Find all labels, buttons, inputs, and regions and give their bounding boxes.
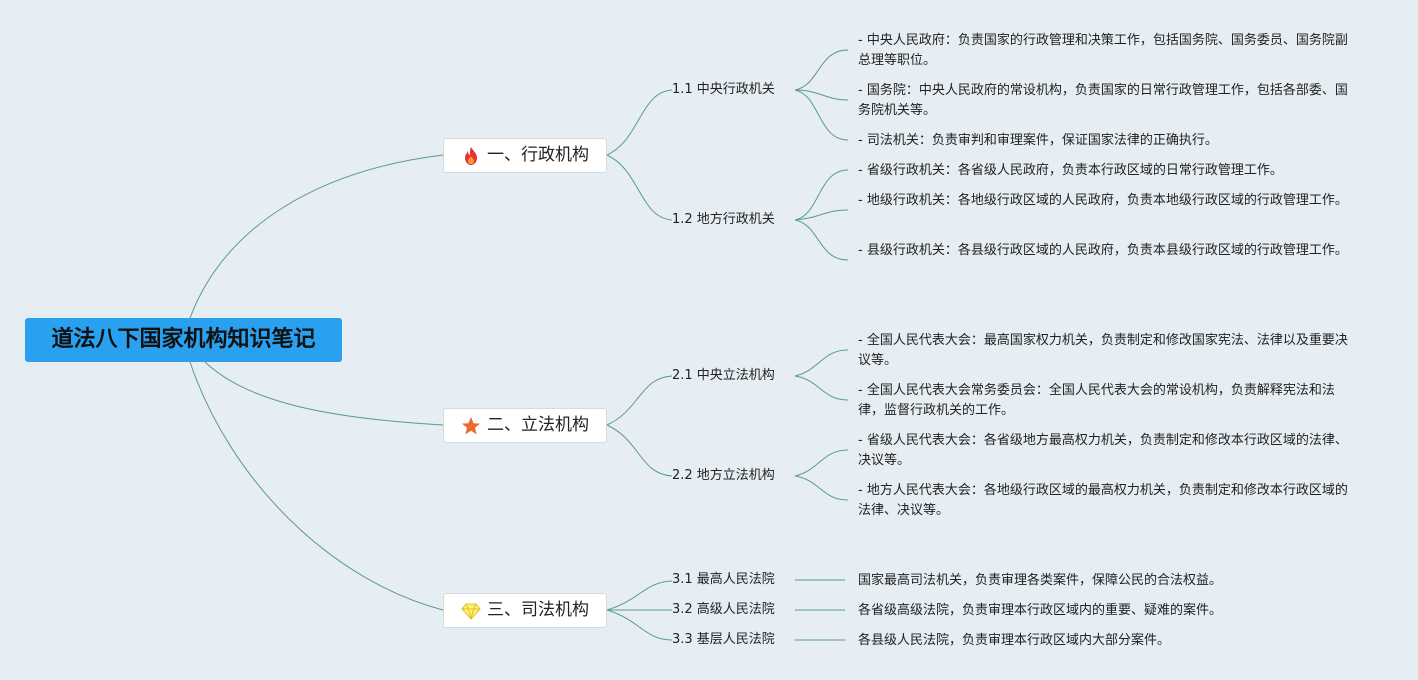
leaf-2-2-1[interactable]: - 省级人民代表大会：各省级地方最高权力机关，负责制定和修改本行政区域的法律、决…	[858, 433, 1348, 468]
connector-branch-2-sub-1	[606, 375, 673, 426]
leaf-2-1-2[interactable]: - 全国人民代表大会常务委员会：全国人民代表大会的常设机构，负责解释宪法和法律，…	[858, 383, 1335, 418]
subtopic-2-2[interactable]: 2.2 地方立法机构	[672, 468, 775, 483]
connector-branch-3-sub-1	[606, 580, 673, 611]
branch-label-2: 二、立法机构	[487, 415, 589, 435]
connector-sub-1-1-item-2	[794, 89, 849, 101]
connector-branch-2-sub-2	[606, 424, 673, 477]
subtopic-3-2[interactable]: 3.2 高级人民法院	[672, 602, 775, 617]
connector-sub-1-2-item-3	[794, 219, 849, 261]
diamond-icon	[461, 601, 481, 621]
connector-sub-2-2-item-1	[794, 449, 849, 477]
branch-label-1: 一、行政机构	[487, 145, 589, 165]
subtopic-3-1[interactable]: 3.1 最高人民法院	[672, 572, 775, 587]
branch-topic-1[interactable]: 一、行政机构	[443, 138, 607, 173]
leaf-1-1-2[interactable]: - 国务院：中央人民政府的常设机构，负责国家的日常行政管理工作，包括各部委、国务…	[858, 83, 1348, 118]
subtopic-1-1[interactable]: 1.1 中央行政机关	[672, 82, 775, 97]
connector-root-branch-3	[189, 361, 444, 611]
subtopic-2-1[interactable]: 2.1 中央立法机构	[672, 368, 775, 383]
connector-sub-1-2-item-2	[794, 209, 849, 221]
connector-root-branch-2	[204, 361, 444, 426]
leaf-1-2-2[interactable]: - 地级行政机关：各地级行政区域的人民政府，负责本地级行政区域的行政管理工作。	[858, 193, 1348, 208]
leaf-1-1-1[interactable]: - 中央人民政府：负责国家的行政管理和决策工作，包括国务院、国务委员、国务院副总…	[858, 33, 1348, 68]
branch-label-3: 三、司法机构	[487, 600, 589, 620]
connector-root-branch-1	[189, 154, 444, 319]
leaf-1-2-1[interactable]: - 省级行政机关：各省级人民政府，负责本行政区域的日常行政管理工作。	[858, 163, 1283, 178]
fire-icon	[461, 146, 481, 166]
connector-sub-1-1-item-3	[794, 89, 849, 141]
connector-sub-1-2-item-1	[794, 169, 849, 221]
leaf-1-1-3[interactable]: - 司法机关：负责审判和审理案件，保证国家法律的正确执行。	[858, 133, 1218, 148]
subtopic-1-2[interactable]: 1.2 地方行政机关	[672, 212, 775, 227]
subtopic-3-3[interactable]: 3.3 基层人民法院	[672, 632, 775, 647]
connector-branch-1-sub-2	[606, 154, 673, 221]
leaf-2-1-1[interactable]: - 全国人民代表大会：最高国家权力机关，负责制定和修改国家宪法、法律以及重要决议…	[858, 333, 1348, 368]
star-icon	[461, 416, 481, 436]
leaf-3-2-1[interactable]: 各省级高级法院，负责审理本行政区域内的重要、疑难的案件。	[858, 603, 1223, 618]
connector-sub-2-2-item-2	[794, 475, 849, 501]
leaf-2-2-2[interactable]: - 地方人民代表大会：各地级行政区域的最高权力机关，负责制定和修改本行政区域的法…	[858, 483, 1348, 518]
leaf-3-3-1[interactable]: 各县级人民法院，负责审理本行政区域内大部分案件。	[858, 633, 1171, 648]
branch-topic-3[interactable]: 三、司法机构	[443, 593, 607, 628]
connector-branch-1-sub-1	[606, 89, 673, 156]
connector-sub-2-1-item-1	[794, 349, 849, 377]
connector-sub-2-1-item-2	[794, 375, 849, 401]
root-topic[interactable]: 道法八下国家机构知识笔记	[25, 318, 342, 362]
leaf-1-2-3[interactable]: - 县级行政机关：各县级行政区域的人民政府，负责本县级行政区域的行政管理工作。	[858, 243, 1348, 258]
branch-topic-2[interactable]: 二、立法机构	[443, 408, 607, 443]
leaf-3-1-1[interactable]: 国家最高司法机关，负责审理各类案件，保障公民的合法权益。	[858, 573, 1223, 588]
connector-branch-3-sub-3	[606, 609, 673, 641]
connector-sub-1-1-item-1	[794, 49, 849, 91]
